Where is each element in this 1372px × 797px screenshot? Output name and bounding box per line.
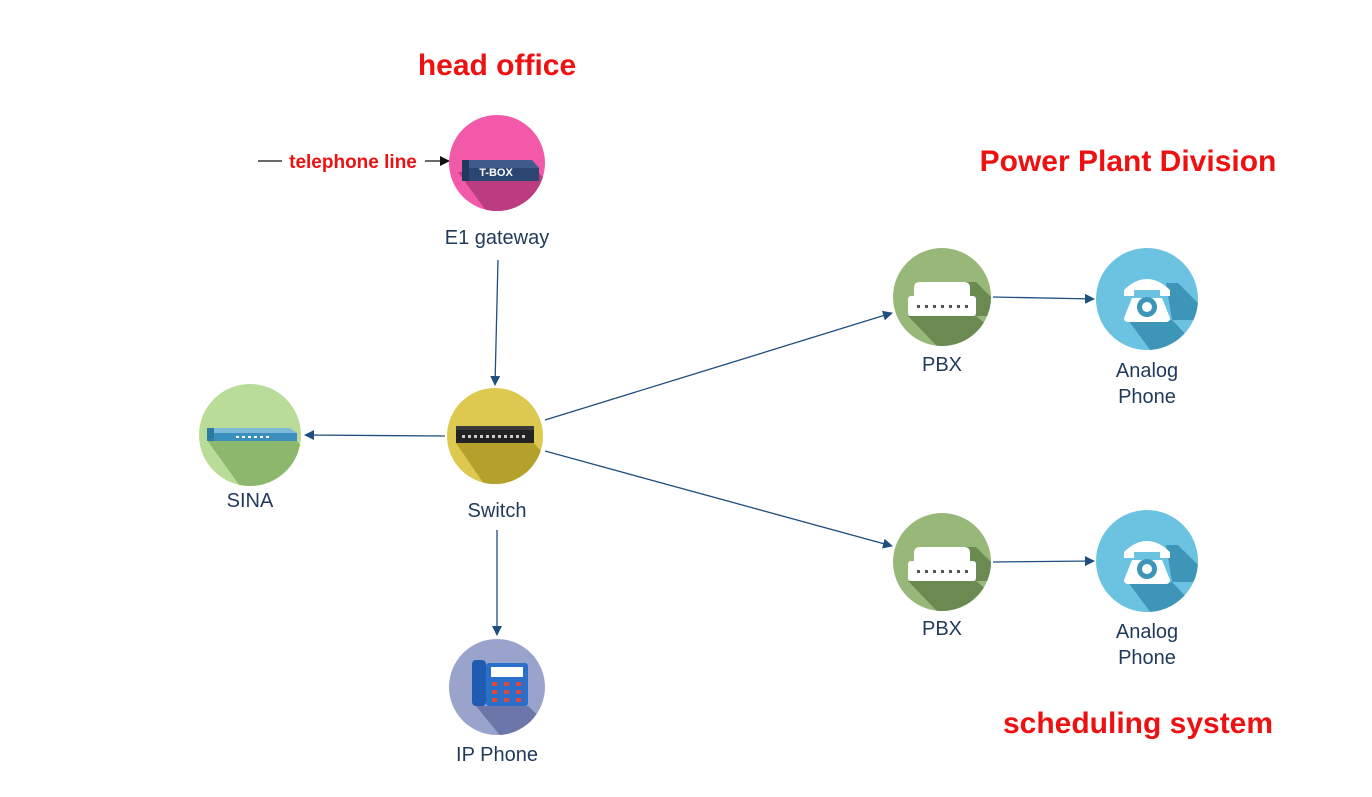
analog-phone-top-node[interactable] [1096,248,1215,370]
ip-phone-node[interactable] [449,639,575,760]
link-pbx-analog-top [992,293,1095,304]
router-icon [207,428,297,441]
pbx-bottom-node[interactable] [893,513,1030,635]
link-gateway-switch [490,259,501,386]
gateway-icon: T-BOX [462,160,539,181]
sina-label: SINA [227,490,274,512]
link-switch-pbx-top [544,310,893,421]
ip-phone-icon [472,660,528,706]
power-plant-title: Power Plant Division [980,145,1277,178]
gateway-device-text: T-BOX [479,167,513,179]
analog-phone-bottom-label-line1: Analog [1116,621,1178,643]
pbx-top-node[interactable] [893,248,1030,370]
analog-phone-bottom-node[interactable] [1096,510,1215,632]
pbx-bottom-label: PBX [922,618,962,640]
pbx-top-label: PBX [922,354,962,376]
scheduling-system-title: scheduling system [1003,707,1273,740]
link-switch-pbx-bottom [544,450,893,549]
link-switch-sina [304,430,446,441]
head-office-title: head office [418,49,576,82]
pbx-icon [908,547,976,581]
switch-icon [456,426,534,443]
telephone-line-label: telephone line [289,152,417,173]
sina-node[interactable] [199,384,340,500]
link-pbx-analog-bottom [992,556,1095,567]
e1-gateway-label: E1 gateway [445,227,550,249]
analog-phone-bottom-label-line2: Phone [1118,647,1176,669]
switch-label: Switch [468,500,527,522]
analog-phone-icon [1124,279,1170,322]
ip-phone-label: IP Phone [456,744,538,766]
e1-gateway-node[interactable]: T-BOX [449,115,580,230]
pbx-icon [908,282,976,316]
analog-phone-top-label-line1: Analog [1116,360,1178,382]
analog-phone-icon [1124,541,1170,584]
switch-node[interactable] [447,388,575,500]
analog-phone-top-label-line2: Phone [1118,386,1176,408]
